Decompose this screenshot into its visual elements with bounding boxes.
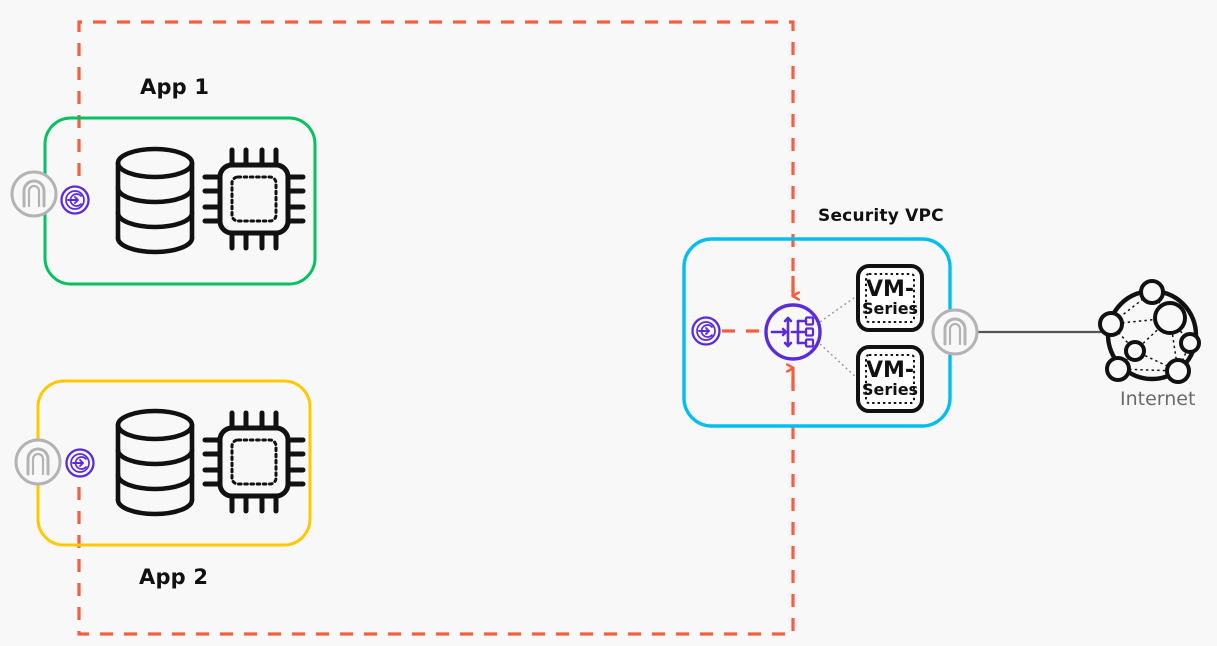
vpc-private-endpoint-icon[interactable] <box>691 316 721 346</box>
app1-zone-label: App 1 <box>140 75 210 99</box>
firewall-vm-series-1[interactable]: VM- Series <box>856 264 924 332</box>
app2-private-endpoint-icon[interactable] <box>65 448 95 478</box>
firewall-2-label-line2: Series <box>862 380 918 399</box>
traffic-path-group <box>77 20 795 636</box>
app1-database-icon <box>115 146 195 255</box>
security-vpc-label: Security VPC <box>818 206 944 226</box>
firewall-1-label-line2: Series <box>862 299 918 318</box>
app1-private-endpoint-icon[interactable] <box>60 185 90 215</box>
traffic-path-app2 <box>77 372 795 636</box>
firewall-1-label-line1: VM- <box>866 277 914 302</box>
internet-globe-icon <box>1098 279 1201 384</box>
app1-cpu-chip-icon <box>202 147 306 251</box>
app2-gateway-icon[interactable] <box>14 438 62 486</box>
vpc-gateway-icon[interactable] <box>931 308 979 356</box>
lb-to-firewall-connectors <box>819 294 859 380</box>
app1-gateway-icon[interactable] <box>10 170 58 218</box>
app2-zone-label: App 2 <box>139 565 209 589</box>
internet-label: Internet <box>1120 388 1196 410</box>
firewall-vm-series-2[interactable]: VM- Series <box>856 345 924 413</box>
app2-cpu-chip-icon <box>202 410 306 514</box>
load-balancer-icon[interactable] <box>764 303 822 361</box>
traffic-path-app1 <box>77 20 795 292</box>
firewall-2-label-line1: VM- <box>866 358 914 383</box>
app2-database-icon <box>115 408 195 517</box>
